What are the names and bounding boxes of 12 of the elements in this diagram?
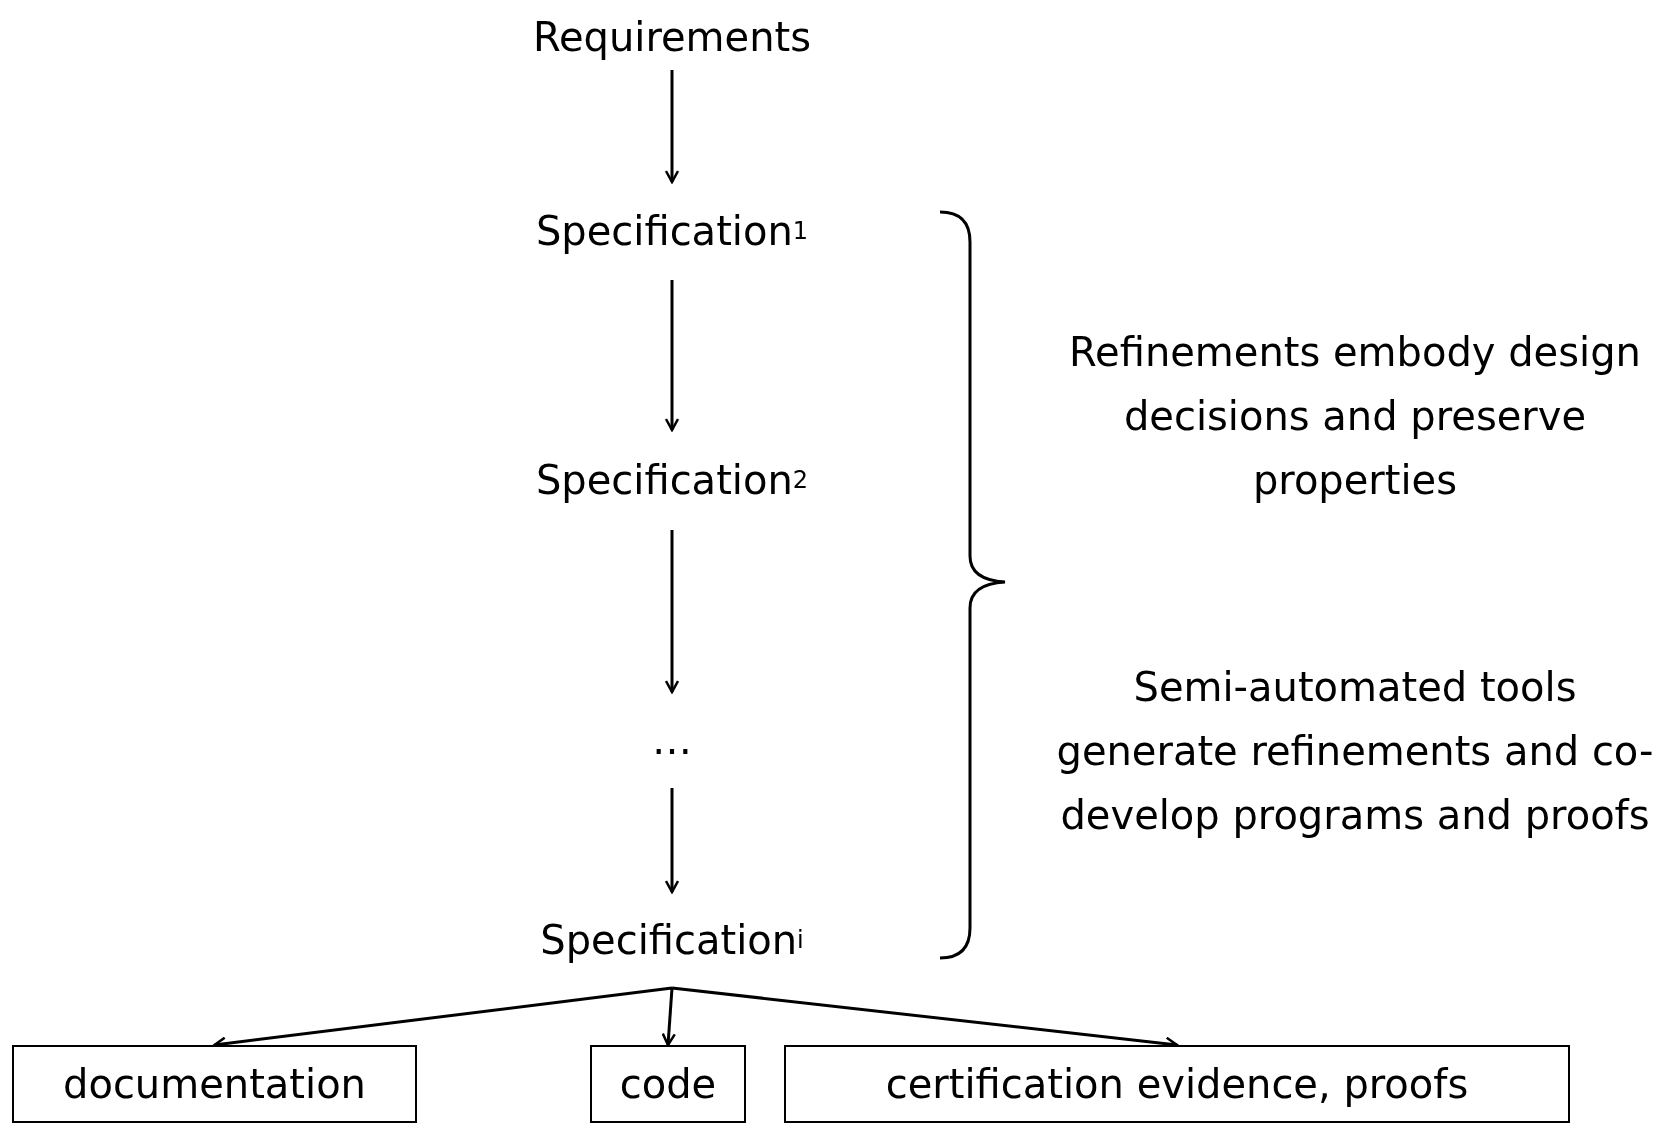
ellipsis-text: … [622, 692, 722, 788]
note-text: Refinements embody design decisions and preserve properties [1068, 328, 1642, 505]
output-box: certification evidence, proofs [784, 1045, 1570, 1123]
arrow [661, 987, 676, 1047]
arrow [664, 70, 680, 184]
note-text: Semi-automated tools generate refinements and co-develop programs and proofs [1055, 663, 1655, 840]
arrow [664, 788, 680, 894]
arrow [664, 280, 680, 432]
output-box: documentation [12, 1045, 417, 1123]
stage-text: Requirements [472, 4, 872, 70]
arrow [664, 530, 680, 694]
output-box: code [590, 1045, 746, 1123]
